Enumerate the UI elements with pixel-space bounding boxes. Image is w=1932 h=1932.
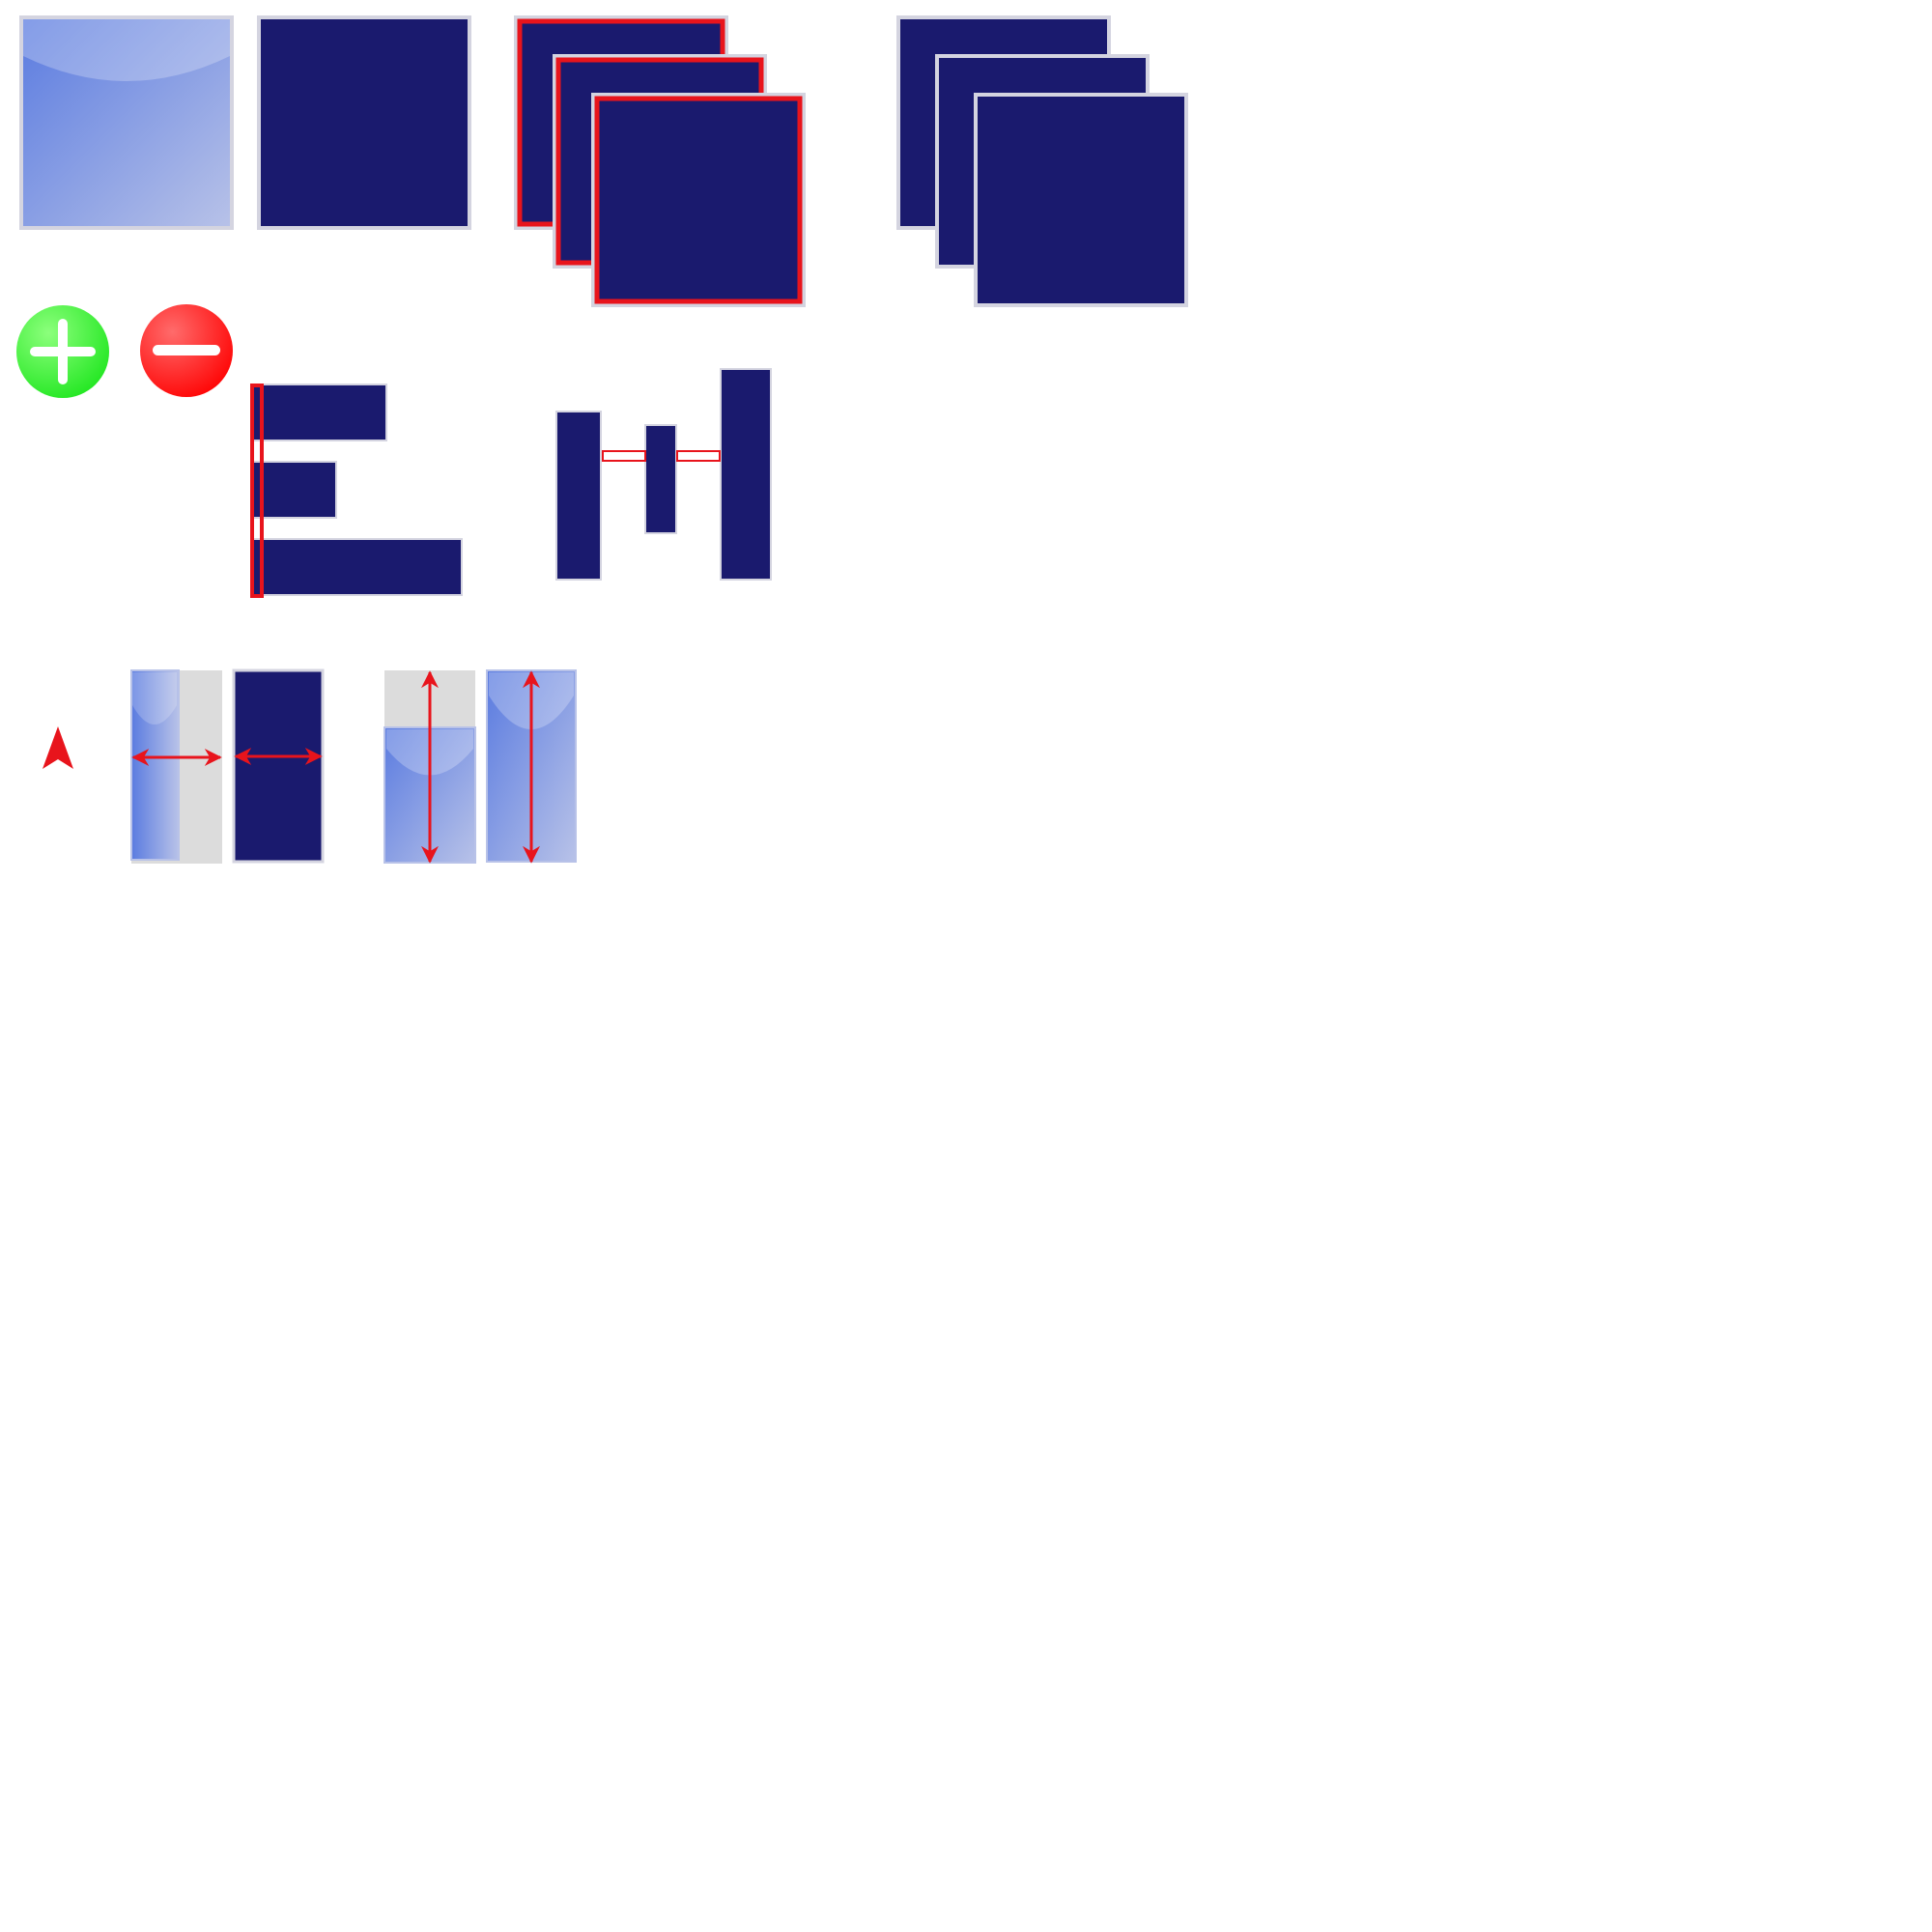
resize-height-glossy-icon (384, 670, 476, 864)
resize-width-glossy-icon (130, 669, 222, 864)
resize-height-full-icon (486, 669, 577, 864)
stacked-tiles-icon (896, 15, 1188, 307)
glossy-blue-tile (19, 15, 234, 230)
arrow-cursor-icon (43, 726, 73, 769)
stacked-tiles-selected-icon (514, 15, 806, 307)
resize-width-solid-icon (232, 668, 325, 864)
distribute-horizontal-icon (555, 368, 772, 581)
minus-circle-icon[interactable] (140, 304, 233, 397)
align-left-icon (250, 384, 463, 598)
plus-circle-icon[interactable] (16, 305, 109, 398)
solid-navy-tile (257, 15, 471, 230)
